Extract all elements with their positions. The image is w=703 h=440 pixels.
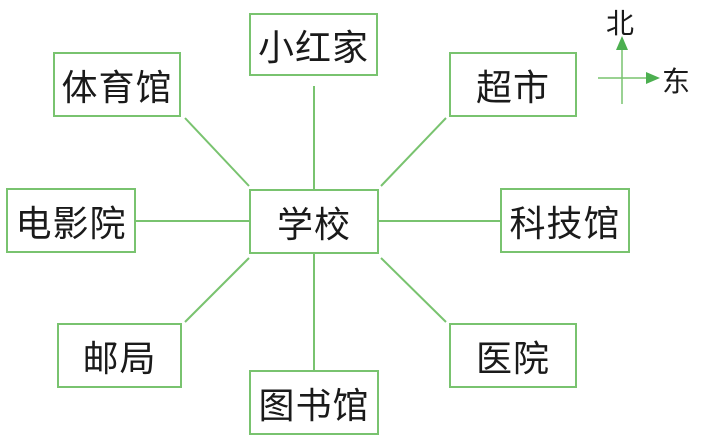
node-xiaohong-home-label: 小红家 [257,27,369,69]
node-hospital: 医院 [449,323,577,388]
node-hospital-label: 医院 [475,338,550,380]
compass-north-label: 北 [606,7,635,40]
node-science-museum-label: 科技馆 [509,203,621,245]
node-science-museum: 科技馆 [500,188,630,253]
node-xiaohong-home: 小红家 [249,13,378,76]
node-stadium-label: 体育馆 [61,67,173,109]
node-post-office-label: 邮局 [82,338,157,380]
line-northwest [184,117,250,187]
node-library: 图书馆 [249,370,379,435]
line-southeast [380,257,447,323]
east-arrow-icon [646,72,660,84]
node-supermarket: 超市 [449,52,577,117]
node-cinema: 电影院 [6,188,136,253]
node-school: 学校 [249,189,379,254]
line-southwest [184,257,250,323]
north-arrow-icon [616,36,628,50]
node-supermarket-label: 超市 [475,67,550,109]
node-library-label: 图书馆 [258,385,370,427]
compass-east-label: 东 [662,65,691,98]
node-stadium: 体育馆 [53,52,181,117]
line-northeast [380,117,447,187]
node-school-label: 学校 [276,204,351,246]
node-cinema-label: 电影院 [15,203,127,245]
node-post-office: 邮局 [57,323,182,388]
